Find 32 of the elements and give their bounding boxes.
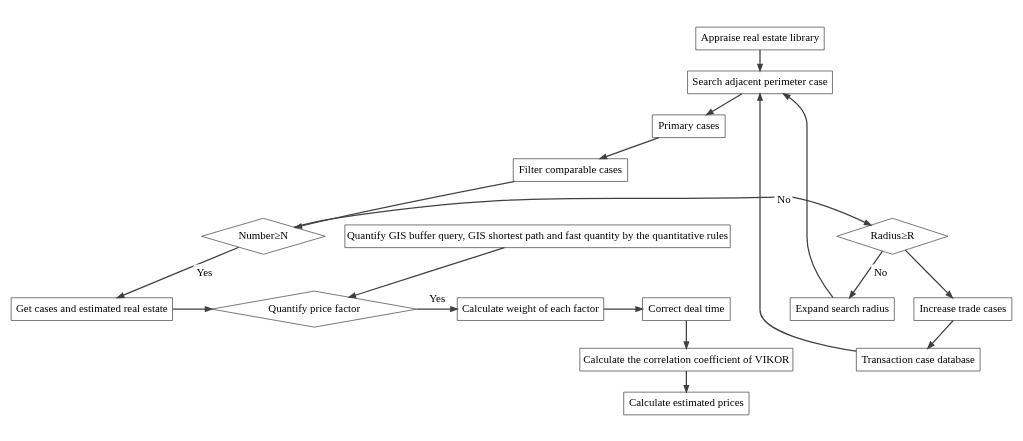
node-box: Appraise real estate library	[695, 26, 825, 50]
node-box: Calculate the correlation coefficient of VIKOR	[579, 347, 794, 371]
arrow	[172, 305, 214, 312]
arrow	[705, 92, 743, 116]
arrow	[683, 319, 690, 350]
node-box: Expand search radius	[789, 296, 895, 321]
arrow	[848, 250, 884, 299]
node-box: Primary cases	[651, 113, 726, 138]
node-box: Search adjacent perimeter case	[687, 70, 833, 94]
node-box: Calculate weight of each factor	[456, 296, 605, 321]
node-box: Calculate estimated prices	[623, 391, 750, 415]
arrow	[598, 136, 660, 159]
arrow	[781, 92, 834, 298]
arrow	[926, 319, 954, 350]
node-box: Increase trade cases	[913, 296, 1013, 321]
node-diamond: Number≥N	[201, 217, 326, 255]
edge-label: No	[777, 192, 791, 205]
edge-label: Yes	[196, 265, 213, 278]
node-box: Filter comparable cases	[512, 157, 628, 182]
arrow	[115, 246, 240, 298]
arrow	[904, 249, 954, 299]
arrow	[347, 246, 505, 298]
arrow	[603, 305, 645, 312]
arrow	[416, 305, 459, 312]
node-box: Correct deal time	[642, 296, 731, 321]
node-box: Get cases and estimated real estate	[10, 296, 173, 321]
node-box: Quantify GIS buffer query, GIS shortest path and fast quantity by the quantitative rules	[344, 224, 731, 248]
edge-label: Yes	[429, 291, 446, 304]
node-box: Transaction case database	[855, 347, 981, 371]
arrow	[756, 91, 857, 352]
edge-label: No	[873, 265, 888, 278]
arrow	[756, 48, 764, 73]
